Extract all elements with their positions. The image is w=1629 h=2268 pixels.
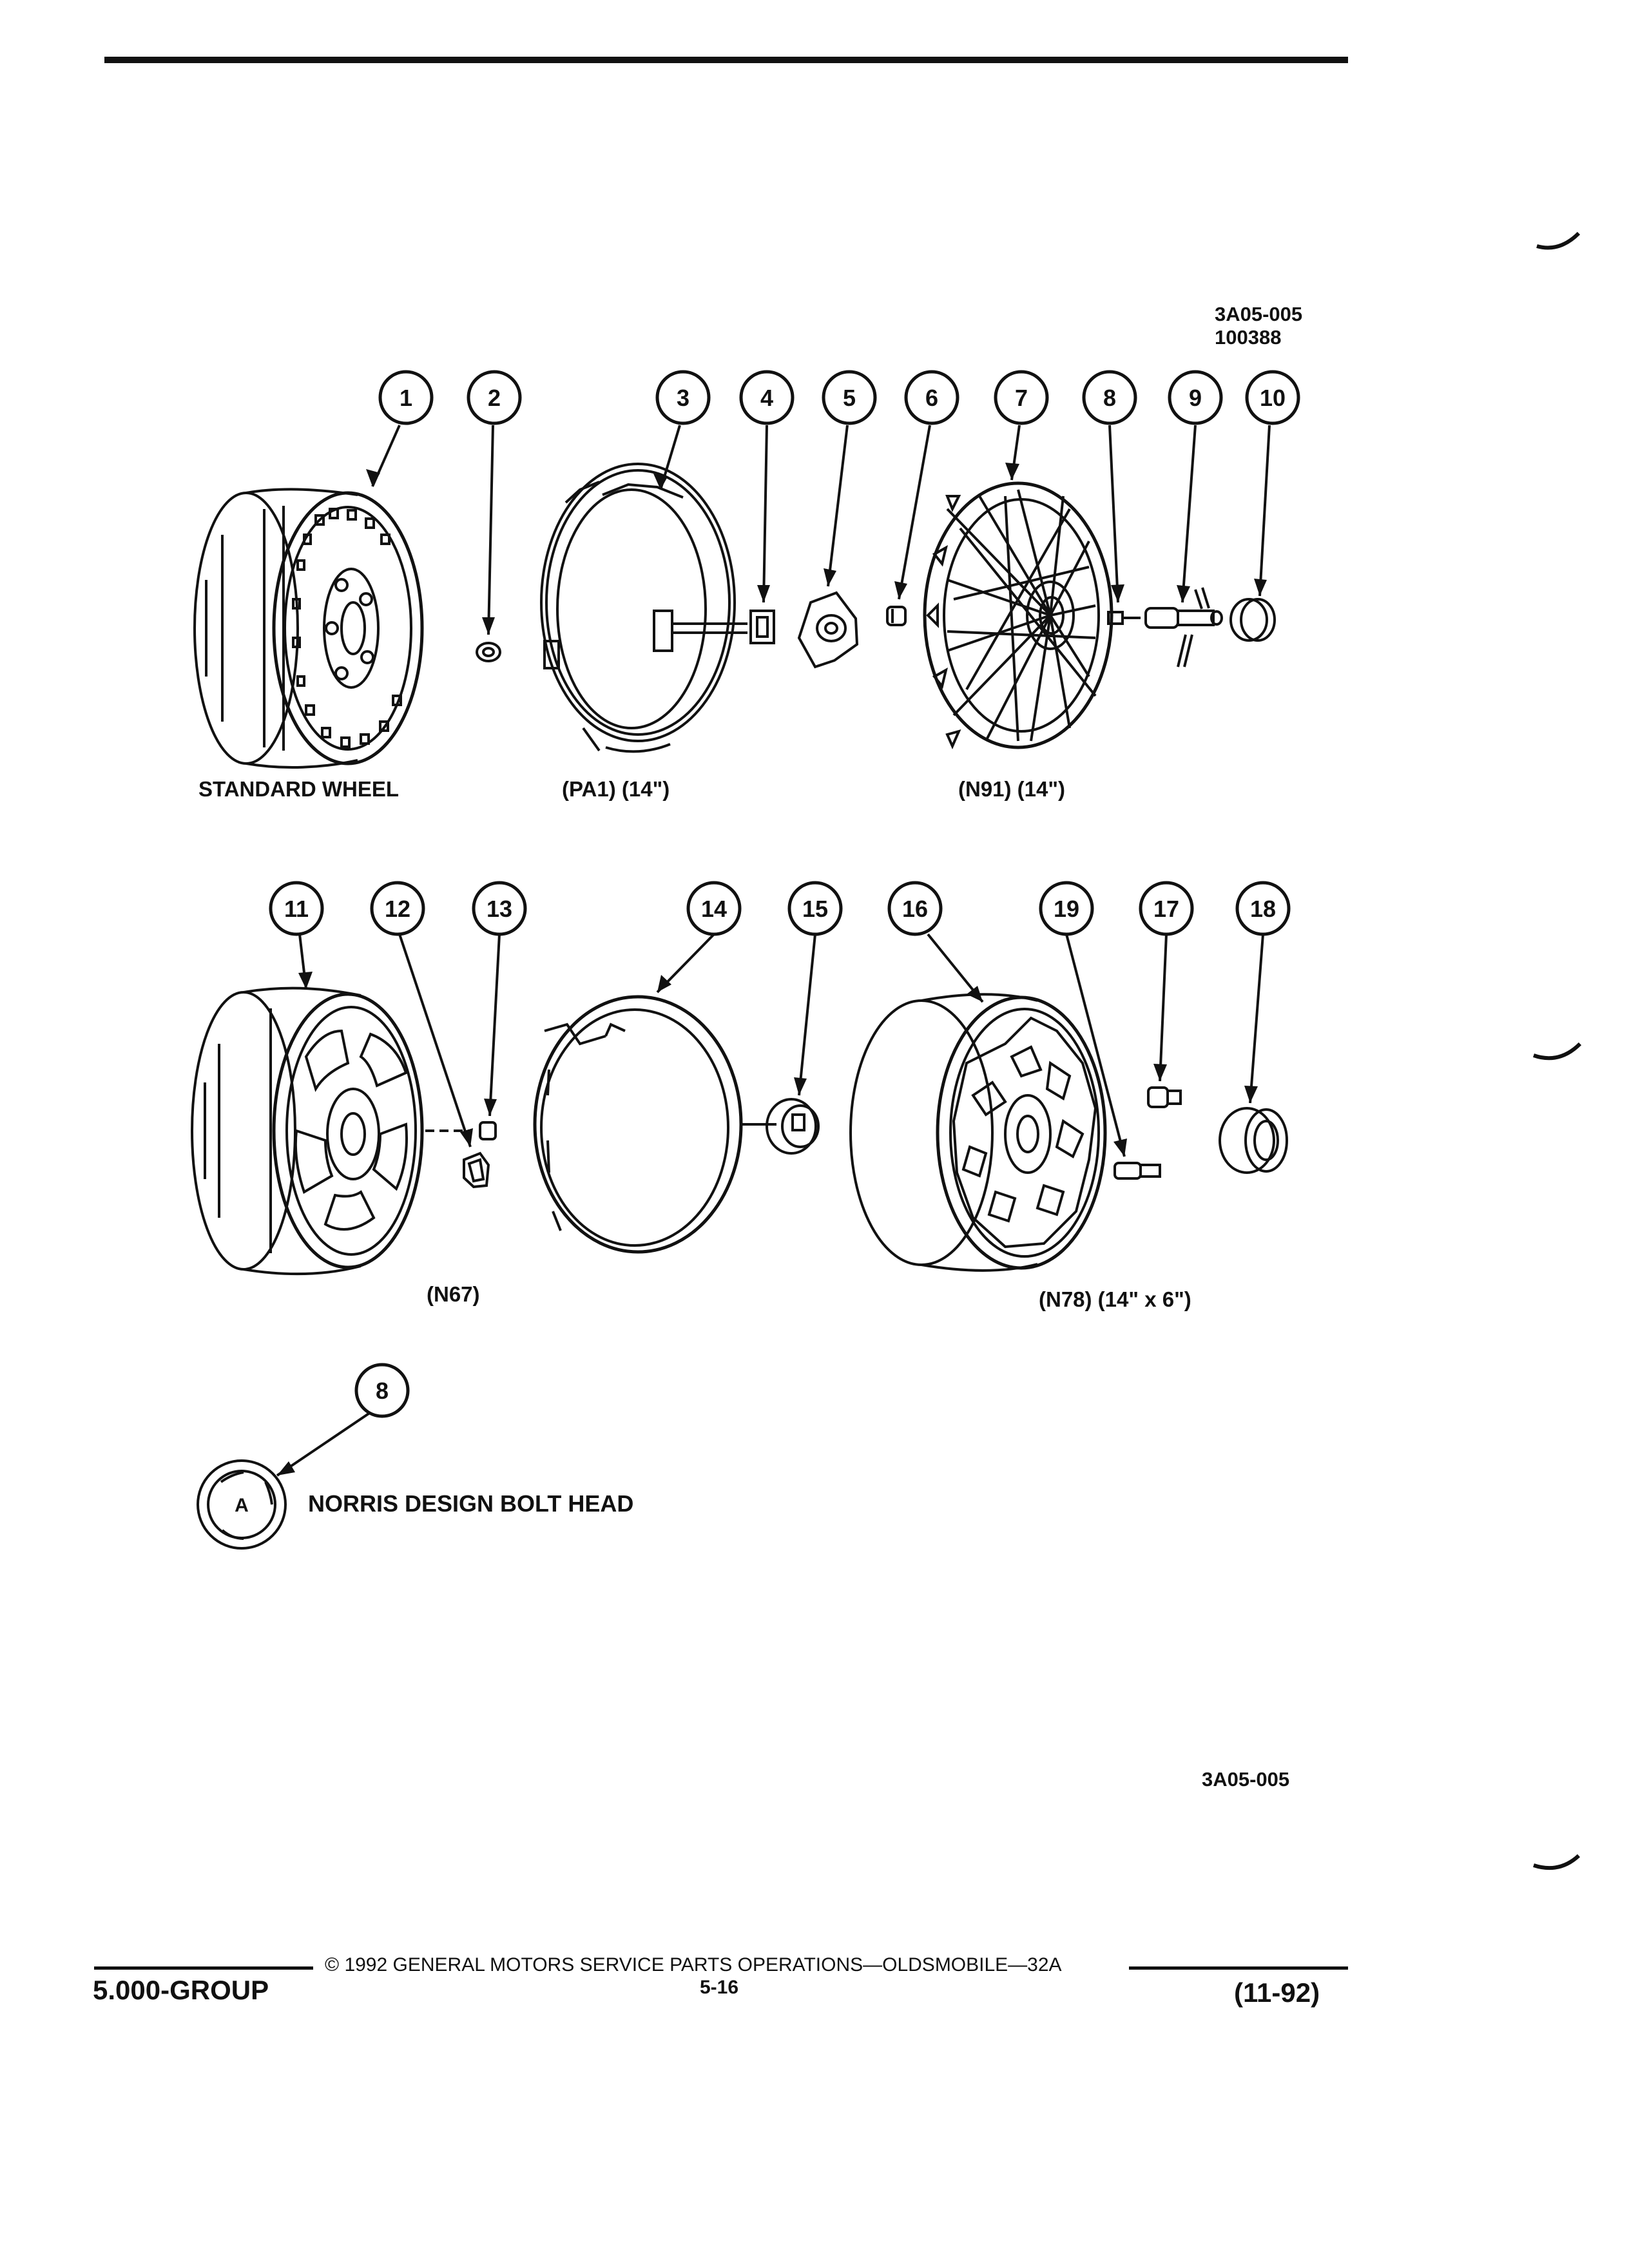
caption-standard-wheel: STANDARD WHEEL (198, 777, 400, 801)
standard-wheel-illustration (193, 488, 424, 769)
callout-num: 15 (802, 896, 828, 922)
callout-num: 10 (1260, 385, 1286, 411)
callout-18 (1235, 881, 1291, 936)
callout-15 (787, 881, 843, 936)
callout-19 (1039, 881, 1094, 936)
footer-date: (11-92) (1234, 1977, 1320, 2008)
detail-letter: A (235, 1495, 249, 1516)
lock-cap-part (797, 591, 859, 669)
callout-3 (655, 370, 711, 425)
callout-num: 19 (1054, 896, 1079, 922)
callout-num: 5 (843, 385, 856, 411)
hub-cap-part (766, 1098, 820, 1155)
callout-11 (269, 881, 324, 936)
callout-num: 17 (1153, 896, 1179, 922)
callout-num: 18 (1250, 896, 1276, 922)
footer-rule-left (94, 1966, 313, 1970)
figure-date-code: 100388 (1215, 326, 1282, 349)
callout-num: 3 (677, 385, 689, 411)
callout-16 (887, 881, 943, 936)
n78-nut-part (1147, 1086, 1182, 1108)
callout-12 (370, 881, 425, 936)
callout-17 (1139, 881, 1194, 936)
callout-8 (1082, 370, 1137, 425)
callout-7 (994, 370, 1049, 425)
footer-rule-right (1129, 1966, 1348, 1970)
callout-num: 12 (385, 896, 410, 922)
callout-num: 13 (487, 896, 512, 922)
callout-10 (1245, 370, 1300, 425)
leader-lines (276, 425, 1271, 1477)
callout-num: 9 (1189, 385, 1202, 411)
insert-part (463, 1151, 490, 1189)
n78-wheel-illustration (849, 993, 1107, 1272)
key-tool-part (1144, 587, 1223, 668)
callout-num: 16 (902, 896, 928, 922)
callout-num: 8 (376, 1378, 389, 1404)
callout-num: 6 (925, 385, 938, 411)
callout-1 (378, 370, 434, 425)
callout-num: 1 (400, 385, 412, 411)
pa1-wheel-cover-illustration (540, 463, 775, 753)
callout-2 (467, 370, 522, 425)
callout-9 (1168, 370, 1223, 425)
n67-nut-part (479, 1121, 497, 1140)
caption-pa1: (PA1) (14") (562, 777, 670, 801)
lock-bolt-part (1113, 1162, 1161, 1180)
top-rule (104, 57, 1348, 63)
callout-4 (739, 370, 795, 425)
n78-center-cap-part (1219, 1107, 1288, 1174)
caption-n78: (N78) (14" x 6") (1039, 1287, 1191, 1311)
margin-mark (1536, 231, 1581, 250)
arrowheads (277, 463, 1267, 1475)
footer-group: 5.000-GROUP (93, 1975, 269, 2005)
small-nut-part (886, 606, 907, 626)
margin-mark (1533, 1854, 1581, 1870)
footer-copyright: © 1992 GENERAL MOTORS SERVICE PARTS OPER… (325, 1954, 1062, 1975)
callout-5 (822, 370, 877, 425)
caption-n67: (N67) (427, 1282, 480, 1306)
callout-num: 4 (760, 385, 773, 411)
n67-wheel-illustration (191, 986, 470, 1276)
bolt-part (1107, 611, 1141, 625)
callout-num: 11 (284, 896, 309, 922)
caption-norris: NORRIS DESIGN BOLT HEAD (308, 1490, 634, 1517)
callout-13 (472, 881, 527, 936)
figure-code-bottom: 3A05-005 (1202, 1768, 1290, 1791)
callout-num: 8 (1103, 385, 1116, 411)
callout-num: 2 (488, 385, 501, 411)
callout-6 (904, 370, 959, 425)
norris-bolt-head-detail (197, 1459, 287, 1550)
callout-num: 14 (701, 896, 727, 922)
figure-code-top: 3A05-005 (1215, 303, 1303, 325)
center-cap-part (1229, 598, 1276, 642)
n91-wire-wheel-cover-illustration (923, 481, 1113, 749)
callout-14 (686, 881, 742, 936)
footer-page: 5-16 (700, 1977, 739, 1998)
callout-8-detail (354, 1363, 410, 1418)
trim-ring-illustration (533, 995, 776, 1254)
margin-mark (1533, 1042, 1582, 1061)
caption-n91: (N91) (14") (958, 777, 1066, 801)
callout-num: 7 (1015, 385, 1028, 411)
lug-nut-part (476, 642, 501, 662)
